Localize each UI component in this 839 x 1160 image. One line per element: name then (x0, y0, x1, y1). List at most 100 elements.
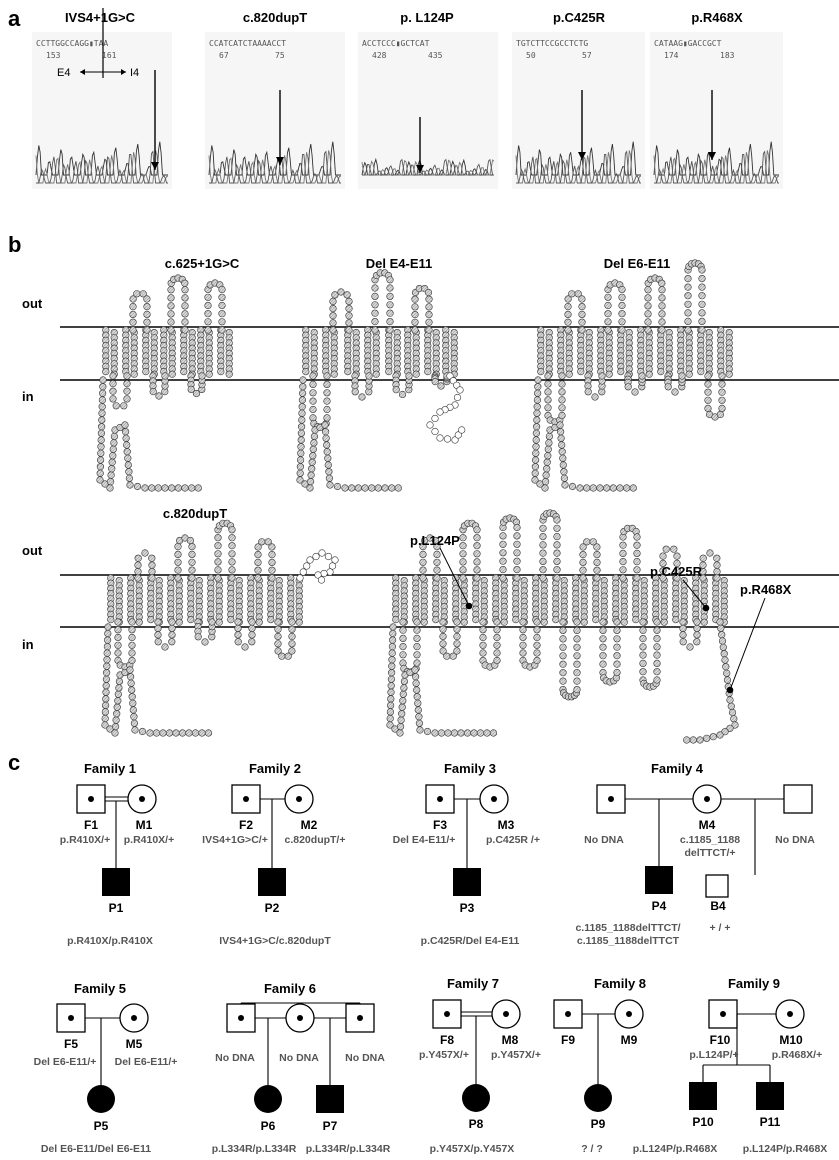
residue-bead (108, 472, 115, 479)
out-label-row2: out (22, 543, 43, 558)
residue-bead (533, 430, 540, 437)
residue-bead (179, 730, 186, 737)
residue-bead (619, 302, 626, 309)
residue-bead (323, 435, 330, 442)
residue-bead (135, 555, 142, 562)
mother-id: M2 (301, 818, 318, 832)
residue-bead (699, 275, 706, 282)
chromatogram-title: p. L124P (400, 10, 454, 25)
father-genotype: No DNA (584, 834, 624, 846)
mother-genotype: p.Y457X/+ (491, 1049, 541, 1061)
exon-label: E4 (57, 67, 70, 79)
residue-bead (559, 381, 566, 388)
residue-bead (97, 470, 104, 477)
residue-bead (494, 657, 501, 664)
residue-bead (205, 730, 212, 737)
residue-bead (181, 368, 188, 375)
residue-bead (584, 539, 591, 546)
residue-bead (103, 689, 110, 696)
residue-bead (188, 485, 195, 492)
residue-bead (534, 403, 541, 410)
residue-bead (168, 295, 175, 302)
father-id: F9 (561, 1033, 575, 1047)
residue-bead (242, 644, 249, 651)
residue-bead (129, 693, 136, 700)
residue-bead (494, 619, 501, 626)
residue-bead (474, 567, 481, 574)
residue-bead (640, 652, 647, 659)
residue-bead (102, 702, 109, 709)
residue-bead (540, 525, 547, 532)
residue-bead (127, 673, 134, 680)
residue-bead (416, 720, 423, 727)
residue-bead (166, 730, 173, 737)
residue-bead (299, 417, 306, 424)
residue-bead (717, 411, 724, 418)
residue-bead (464, 730, 471, 737)
residue-bead (646, 371, 653, 378)
residue-bead (473, 616, 480, 623)
mother-genotype: p.R468X/+ (772, 1049, 823, 1061)
residue-bead (674, 553, 681, 560)
residue-bead (699, 318, 706, 325)
residue-bead (534, 650, 541, 657)
residue-bead (110, 373, 117, 380)
residue-bead (186, 730, 193, 737)
residue-bead (299, 403, 306, 410)
child-genotype: Del E6-E11/Del E6-E11 (41, 1143, 151, 1155)
residue-bead (554, 550, 561, 557)
residue-bead (620, 575, 627, 582)
residue-bead (729, 709, 736, 716)
residue-bead (717, 619, 724, 626)
residue-bead (554, 517, 561, 524)
residue-bead (546, 440, 553, 447)
residue-bead (298, 423, 305, 430)
residue-bead (437, 435, 444, 442)
residue-bead (205, 294, 212, 301)
child-genotype: p.Y457X/p.Y457X (430, 1143, 515, 1155)
residue-bead (330, 327, 337, 334)
residue-bead (148, 616, 155, 623)
residue-bead (355, 485, 362, 492)
residue-bead (275, 633, 282, 640)
residue-bead (554, 533, 561, 540)
residue-bead (434, 551, 441, 558)
carrier-dot (88, 796, 94, 802)
residue-bead (388, 676, 395, 683)
residue-bead (372, 302, 379, 309)
residue-bead (124, 380, 131, 387)
residue-bead (654, 660, 661, 667)
residue-bead (144, 303, 151, 310)
residue-bead (614, 627, 621, 634)
residue-bead (259, 539, 266, 546)
father-id: F5 (64, 1037, 78, 1051)
residue-bead (614, 636, 621, 643)
residue-bead (219, 286, 226, 293)
residue-bead (710, 733, 717, 740)
topology-title-4: c.820dupT (163, 506, 227, 521)
family-title: Family 4 (651, 761, 704, 776)
residue-bead (454, 626, 461, 633)
residue-bead (574, 669, 581, 676)
residue-bead (229, 551, 236, 558)
carrier-dot (720, 1011, 726, 1017)
residue-bead (719, 638, 726, 645)
residue-bead (130, 311, 137, 318)
residue-bead (99, 390, 106, 397)
residue-bead (723, 670, 730, 677)
residue-bead (634, 542, 641, 549)
residue-bead (112, 723, 119, 730)
residue-bead (437, 409, 444, 416)
topology-drawings (97, 260, 739, 744)
residue-bead (111, 433, 118, 440)
residue-bead (460, 551, 467, 558)
residue-bead (324, 415, 331, 422)
residue-bead (412, 319, 419, 326)
carrier-dot (357, 1015, 363, 1021)
residue-bead (310, 453, 317, 460)
residue-bead (105, 630, 112, 637)
residue-bead (451, 730, 458, 737)
in-label-row2: in (22, 637, 34, 652)
residue-bead (129, 619, 136, 626)
residue-bead (557, 422, 564, 429)
